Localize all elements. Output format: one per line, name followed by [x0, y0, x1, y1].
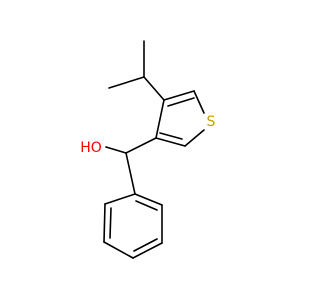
- bond-phenyl-6: [134, 193, 163, 206]
- bond-phenyl-4: [132, 242, 163, 259]
- bond-ring-to-carbinol: [125, 137, 157, 154]
- molecule-diagram: S HO: [80, 40, 216, 259]
- bond-isopropyl-to-ring: [143, 76, 165, 101]
- bond-ring-c2-c3: [155, 137, 186, 147]
- bond-phenyl-2-double: [109, 207, 112, 239]
- bond-ring-c4-c5: [163, 90, 195, 101]
- bond-ring-c3-c4: [155, 99, 165, 139]
- bond-carbinol-to-oxygen: [105, 146, 127, 154]
- bond-phenyl-2: [103, 203, 106, 243]
- bond-phenyl-3: [103, 241, 134, 259]
- bond-carbinol-to-phenyl: [125, 152, 136, 195]
- bond-phenyl-4-double: [133, 238, 158, 252]
- bond-ring-s-c2: [184, 129, 205, 147]
- sulfur-atom-label: S: [207, 114, 216, 130]
- bond-phenyl-1: [104, 193, 136, 205]
- bond-ring-c4-c5-double: [167, 97, 195, 107]
- hydroxyl-label: HO: [80, 140, 102, 156]
- bond-phenyl-6-double: [135, 200, 158, 211]
- bond-ring-c2-c3-double: [159, 132, 183, 140]
- bond-ring-c5-s: [193, 90, 205, 114]
- bond-isopropyl-methyl-left: [108, 76, 145, 89]
